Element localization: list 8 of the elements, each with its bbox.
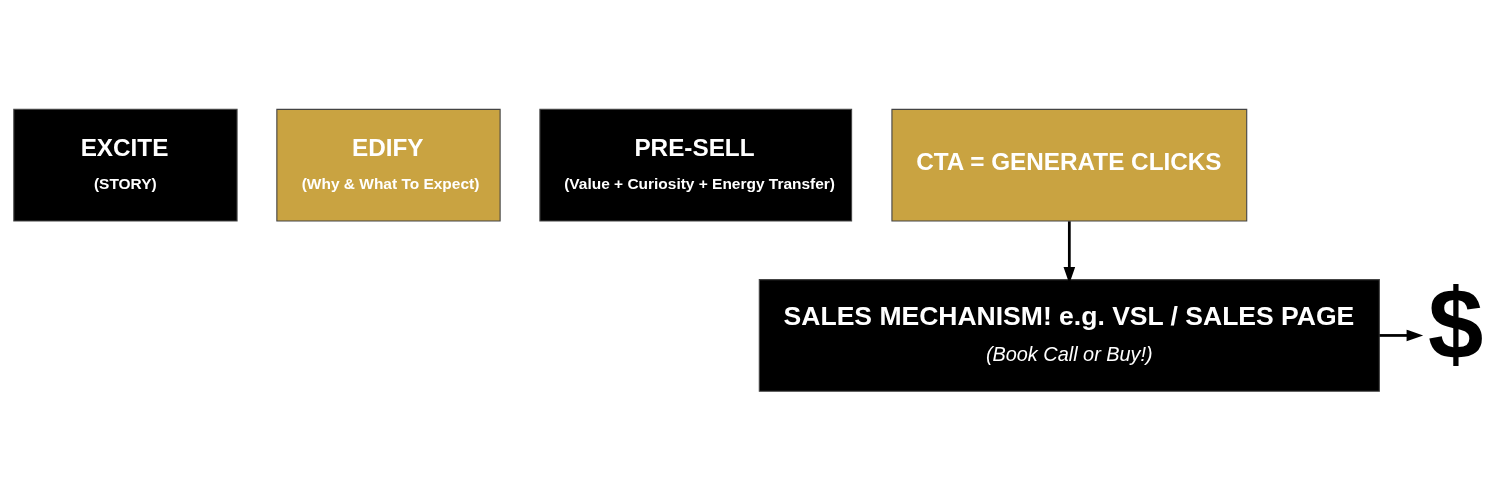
node-box: CTA = GENERATE CLICKS	[891, 108, 1248, 222]
node-box: EDIFY (Why & What To Expect)	[276, 108, 501, 222]
node-box: SALES MECHANISM! e.g. VSL / SALES PAGE (Book Call or Buy!)	[758, 279, 1380, 392]
node-box: PRE-SELL (Value + Curiosity + Energy Transfer)	[539, 108, 853, 222]
node-box: EXCITE (STORY)	[13, 108, 238, 222]
arrow	[1063, 221, 1076, 284]
node-text: $	[1427, 269, 1484, 381]
arrow	[1379, 329, 1424, 342]
